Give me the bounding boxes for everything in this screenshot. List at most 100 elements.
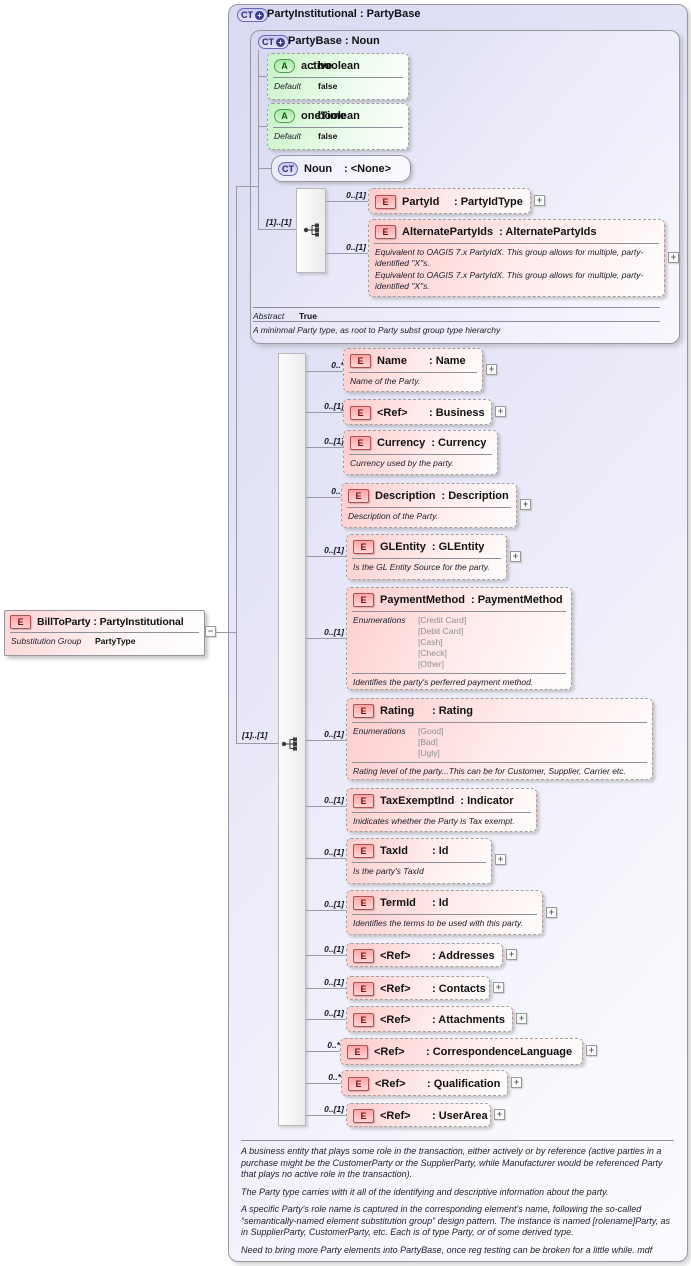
element-name: AlternatePartyIds [402, 226, 494, 238]
expand-button[interactable]: + [495, 406, 506, 417]
inner-container-title[interactable]: PartyBase : Noun [288, 35, 380, 47]
element-box-rating[interactable]: E Rating : Rating Enumerations [Good] [B… [346, 698, 653, 780]
connector-line [306, 447, 346, 448]
expand-button[interactable]: + [493, 982, 504, 993]
occurs-label: 0..[1] [324, 545, 344, 555]
ct-label: CT [282, 163, 294, 174]
abstract-value: True [299, 311, 317, 321]
attribute-box-active[interactable]: A active : boolean Default false [267, 53, 409, 100]
attribute-type: : boolean [311, 110, 360, 122]
element-box-description[interactable]: E Description : Description Description … [341, 483, 517, 528]
sequence-icon [303, 223, 319, 237]
enumeration-values: [Good] [Bad] [Ugly] [418, 726, 444, 759]
occurs-label: 0..[1] [324, 944, 344, 954]
type-name: Noun [304, 163, 333, 175]
element-name: Description [375, 490, 436, 502]
element-name: <Ref> [380, 1110, 411, 1122]
element-icon: E [347, 1045, 368, 1059]
expand-button[interactable]: + [494, 1109, 505, 1120]
occurs-label: 0..[1] [324, 795, 344, 805]
element-icon: E [10, 615, 31, 629]
element-icon: E [353, 794, 374, 808]
element-box-billtoparty[interactable]: E BillToParty : PartyInstitutional Subst… [4, 610, 205, 656]
element-box-name[interactable]: E Name : Name Name of the Party. [343, 348, 483, 392]
partybase-annotation: A mininmal Party type, as root to Party … [253, 325, 501, 335]
occurs-label: 0..[1] [324, 847, 344, 857]
outer-container-title[interactable]: PartyInstitutional : PartyBase [267, 8, 421, 20]
enum-value: [Check] [418, 648, 447, 658]
element-name: PaymentMethod [380, 594, 465, 606]
element-box-currency[interactable]: E Currency : Currency Currency used by t… [343, 430, 498, 475]
connector-line [258, 229, 306, 230]
element-box-ref-contacts[interactable]: E <Ref> : Contacts [346, 976, 490, 1000]
expand-button[interactable]: + [495, 854, 506, 865]
expand-button[interactable]: + [486, 364, 497, 375]
element-box-taxexemptind[interactable]: E TaxExemptInd : Indicator Inidicates wh… [346, 788, 537, 832]
expand-button[interactable]: + [510, 551, 521, 562]
element-type: : UserArea [432, 1110, 488, 1122]
element-box-taxid[interactable]: E TaxId : Id Is the party's TaxId [346, 838, 492, 884]
enum-value: [Other] [418, 659, 444, 669]
attribute-name: oneTime [301, 110, 347, 122]
element-type: : Addresses [432, 950, 495, 962]
element-box-ref-business[interactable]: E <Ref> : Business [343, 399, 492, 425]
attribute-name: active [301, 60, 333, 72]
element-box-paymentmethod[interactable]: E PaymentMethod : PaymentMethod Enumerat… [346, 587, 572, 690]
expand-button[interactable]: + [586, 1045, 597, 1056]
element-name: TaxExemptInd [380, 795, 455, 807]
expand-button[interactable]: + [668, 252, 679, 263]
element-type: : Attachments [432, 1014, 505, 1026]
element-name: PartyId [402, 196, 440, 208]
divider [241, 1140, 674, 1141]
attribute-type: : boolean [311, 60, 360, 72]
element-box-ref-correspondencelanguage[interactable]: E <Ref> : CorrespondenceLanguage [340, 1038, 583, 1065]
element-icon: E [353, 1013, 374, 1027]
element-annotation: Identifies the party's perferred payment… [353, 677, 534, 687]
expand-button[interactable]: + [516, 1013, 527, 1024]
enum-value: [Bad] [418, 737, 438, 747]
collapse-button[interactable]: − [205, 626, 216, 637]
element-annotation: Equivalent to OAGIS 7.x PartyIdX. This g… [375, 270, 644, 291]
expand-button[interactable]: + [546, 907, 557, 918]
divider [352, 722, 647, 723]
connector-line [306, 1083, 341, 1084]
element-type: : Currency [431, 437, 487, 449]
element-name: GLEntity [380, 541, 426, 553]
element-box-ref-addresses[interactable]: E <Ref> : Addresses [346, 943, 503, 967]
element-icon: E [353, 896, 374, 910]
occurs-label: 0..[1] [324, 729, 344, 739]
attribute-icon: A [274, 109, 295, 123]
occurs-label: 0..[1] [324, 436, 344, 446]
expand-button[interactable]: + [534, 195, 545, 206]
element-box-ref-qualification[interactable]: E <Ref> : Qualification [341, 1070, 508, 1096]
element-icon: E [350, 354, 371, 368]
element-box-alternatepartyids[interactable]: E AlternatePartyIds : AlternatePartyIds … [368, 219, 665, 297]
element-box-partyid[interactable]: E PartyId : PartyIdType [368, 188, 531, 214]
default-value: false [318, 131, 338, 141]
connector-line [306, 988, 346, 989]
connector-line [326, 201, 368, 202]
complextype-box-noun[interactable]: CT Noun : <None> [271, 155, 411, 182]
connector-line [306, 497, 346, 498]
expand-button[interactable]: + [511, 1077, 522, 1088]
expand-button[interactable]: + [506, 949, 517, 960]
divider [352, 673, 566, 674]
attribute-icon: A [274, 59, 295, 73]
element-box-termid[interactable]: E TermId : Id Identifies the terms to be… [346, 890, 543, 935]
divider [374, 243, 659, 244]
element-box-ref-attachments[interactable]: E <Ref> : Attachments [346, 1006, 513, 1032]
element-box-ref-userarea[interactable]: E <Ref> : UserArea [346, 1103, 491, 1127]
element-box-glentity[interactable]: E GLEntity : GLEntity Is the GL Entity S… [346, 534, 507, 580]
divider [253, 307, 660, 308]
element-type: : Contacts [432, 983, 486, 995]
occurs-label: 0..[1] [346, 190, 366, 200]
occurs-label: 0..[1] [324, 977, 344, 987]
occurs-label: 0..* [327, 1040, 340, 1050]
enum-value: [Good] [418, 726, 444, 736]
expand-button[interactable]: + [520, 499, 531, 510]
element-name: Name [377, 355, 407, 367]
divider [352, 862, 486, 863]
element-type: : Description [441, 490, 509, 502]
attribute-box-onetime[interactable]: A oneTime : boolean Default false [267, 103, 409, 150]
element-annotation: Inidicates whether the Party is Tax exem… [353, 816, 515, 826]
